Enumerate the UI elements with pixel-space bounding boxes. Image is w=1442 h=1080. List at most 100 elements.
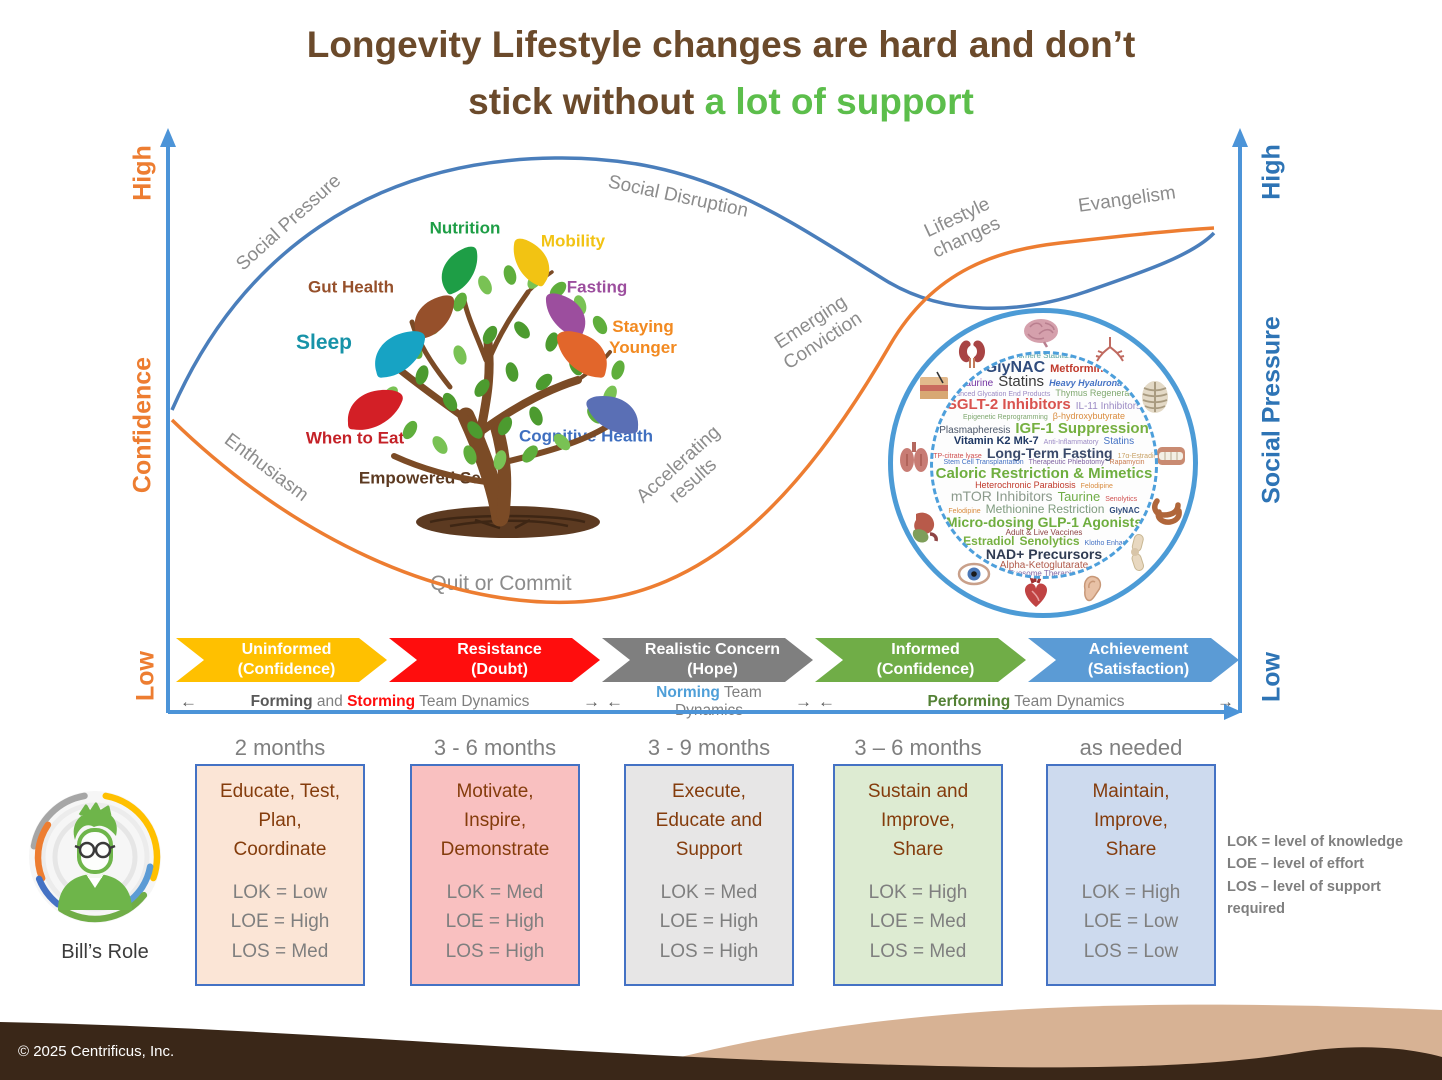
duration-header-4: 3 – 6 months (854, 735, 982, 760)
stage-achievement: Achievement(Satisfaction) (1028, 638, 1239, 682)
wordcloud-term: Alpha-Ketoglutarate (999, 560, 1089, 572)
intestine-icon (1152, 498, 1182, 525)
role-tasks: Educate, Test, Plan, Coordinate (219, 781, 341, 860)
eye-icon (957, 562, 991, 586)
wordcloud-term: IGF-1 Suppression (1015, 419, 1149, 437)
wordcloud-term: SGLT-2 Inhibitors (946, 396, 1071, 414)
wordcloud-term: NAD+ Precursors (985, 545, 1103, 562)
digestive-organs-icon (912, 512, 938, 543)
therapies-wordcloud: Telomere Stabilizers GlyNAC Metformin Ta… (930, 351, 1158, 579)
title-line2: stick without a lot of support (468, 81, 974, 123)
wordcloud-term: mTOR Inhibitors (950, 488, 1053, 505)
wordcloud-term: GlyNAC (984, 358, 1046, 376)
lungs-icon (900, 442, 928, 472)
tree-label-gut-health: Gut Health (308, 277, 394, 297)
duration-header-2: 3 - 6 months (433, 735, 557, 760)
right-arrow-icon: → (583, 692, 600, 711)
lifestyle-tree-illustration (347, 235, 639, 538)
brown-wave (0, 1022, 1442, 1080)
kidneys-icon (958, 340, 986, 368)
right-axis-arrow-icon (1232, 128, 1248, 147)
stage-uninformed: Uninformed(Confidence) (176, 638, 387, 682)
bill-avatar (29, 791, 161, 923)
wordcloud-term: β-hydroxybutyrate (1052, 411, 1126, 422)
role-tasks: Sustain and Improve, Share (867, 781, 969, 860)
role-box-2: Motivate, Inspire, Demonstrate LOK = Med… (410, 764, 580, 986)
ear-icon (1083, 575, 1102, 602)
title-line1: Longevity Lifestyle changes are hard and… (306, 24, 1136, 65)
tree-label-nutrition: Nutrition (429, 218, 501, 238)
tree-label-fasting: Fasting (566, 277, 628, 297)
wordcloud-term: Felodipine (1080, 482, 1113, 490)
role-tasks: Execute, Educate and Support (655, 781, 763, 860)
wordcloud-term: Anti-Inflammatory (1043, 439, 1099, 447)
team-dynamics-performing: ← Performing Team Dynamics → (818, 692, 1234, 711)
teeth-icon (1157, 447, 1185, 465)
wordcloud-term: Taurine (1057, 489, 1101, 505)
role-levels: LOK = Med LOE = High LOS = High (445, 882, 545, 962)
heart-icon (1024, 576, 1048, 607)
wordcloud-term: Metformin (1050, 362, 1104, 375)
bronchial-tree-icon (1095, 337, 1125, 362)
page-title: Longevity Lifestyle changes are hard and… (0, 16, 1442, 131)
curve-label-quit-or-commit: Quit or Commit (430, 571, 572, 595)
knee-joint-icon (1131, 534, 1145, 571)
cognitive-health-leaf-icon (586, 395, 639, 434)
avatar-person (58, 802, 132, 910)
wordcloud-term: Methionine Restriction (985, 502, 1105, 517)
copyright-text: © 2025 Centrificus, Inc. (18, 1043, 175, 1060)
wordcloud-term: Statins (1103, 436, 1135, 448)
wordcloud-term: Taurine (960, 377, 994, 389)
wordcloud-term: Plasmapheresis (939, 424, 1011, 436)
bottom-axis-arrow-icon (1224, 704, 1242, 720)
left-arrow-icon: ← (180, 692, 197, 711)
tree-label-sleep: Sleep (295, 330, 353, 354)
wordcloud-term: 17α-Estradiol (1117, 452, 1158, 460)
tree-label-empowered-self: Empowered Self (358, 468, 492, 488)
role-levels: LOK = High LOE = Med LOS = Med (868, 882, 968, 962)
wordcloud-term: Thymus Regeneration (1055, 387, 1144, 398)
wordcloud-term: Heterochronic Parabiosis (975, 479, 1076, 490)
wordcloud-term: Senolytics (1105, 496, 1138, 504)
role-tasks: Maintain, Improve, Share (1092, 781, 1170, 860)
bill-role-label: Bill’s Role (61, 941, 149, 963)
wordcloud-term: Rapamycin (1109, 459, 1145, 467)
wordcloud-term: Telomere Stabilizers (1007, 351, 1081, 361)
wordcloud-term: Heavy Hyaluronan (1049, 377, 1128, 388)
wordcloud-term: Therapeutic Phlebotomy (1028, 459, 1105, 467)
wordcloud-term: Klotho Enhancement (1084, 540, 1150, 548)
title-highlight: a lot of support (704, 81, 974, 123)
wordcloud-term: Caloric Restriction & Mimetics (935, 464, 1153, 482)
wordcloud-term: Long-Term Fasting (986, 444, 1113, 461)
role-levels: LOK = Low LOE = High LOS = Med (230, 882, 330, 962)
role-box-4: Sustain and Improve, Share LOK = High LO… (833, 764, 1003, 986)
staying-younger-leaf-icon (550, 328, 613, 380)
wordcloud-term: Senolytics (1019, 534, 1080, 549)
role-levels: LOK = Med LOE = High LOS = High (659, 882, 759, 962)
levels-legend: LOK = level of knowledge LOE – level of … (1227, 834, 1404, 918)
role-box-3: Execute, Educate and Support LOK = Med L… (624, 764, 794, 986)
wordcloud-term: Epigenetic Reprogramming (962, 414, 1048, 422)
wordcloud-term: Vitamin K2 Mk-7 (953, 435, 1039, 448)
tree-label-when-to-eat: When to Eat (305, 428, 405, 448)
tree-label-staying-younger: Staying Younger (609, 316, 677, 357)
right-arrow-icon: → (795, 692, 812, 711)
avatar-arc-ring (29, 791, 161, 923)
role-box-1: Educate, Test, Plan, Coordinate LOK = Lo… (195, 764, 365, 986)
skin-icon (920, 371, 948, 399)
stage-informed: Informed(Confidence) (815, 638, 1026, 682)
team-dynamics-forming-storming: ← Forming and Storming Team Dynamics → (180, 692, 600, 711)
left-arrow-icon: ← (818, 692, 835, 711)
social-pressure-curve (170, 156, 1216, 411)
organ-ring (900, 319, 1185, 607)
when-to-eat-leaf-icon (347, 389, 403, 430)
footer-waves (0, 1004, 1442, 1080)
wordcloud-term: Adult & Live Vaccines (1005, 527, 1083, 537)
confidence-curve (170, 226, 1215, 605)
brain-icon (1024, 319, 1058, 348)
duration-header-1: 2 months (234, 735, 326, 760)
wordcloud-term: GlyNAC (1109, 506, 1140, 516)
stage-realistic-concern: Realistic Concern(Hope) (602, 638, 813, 682)
role-levels: LOK = High LOE = Low LOS = Low (1081, 882, 1181, 962)
